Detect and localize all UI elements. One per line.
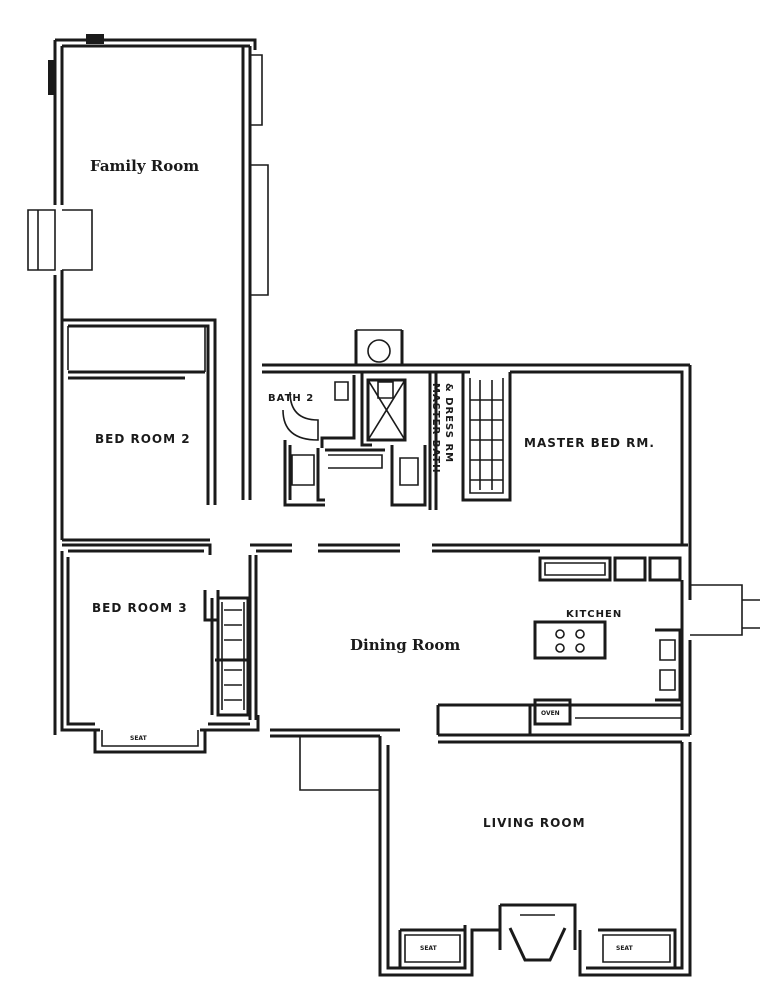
master-bed-label: MASTER BED RM.: [524, 436, 655, 450]
bed-room-2-label: BED ROOM 2: [95, 432, 191, 446]
living-room-label: LIVING ROOM: [483, 816, 586, 830]
bath-walls: [262, 329, 690, 510]
family-room-walls: [48, 34, 269, 500]
family-room-label: Family Room: [90, 157, 199, 175]
dress-rm-label: & DRESS RM: [443, 383, 454, 463]
family-room-bay: [27, 209, 93, 271]
bed-room-3-label: BED ROOM 3: [92, 601, 188, 615]
kitchen-label: KITCHEN: [566, 609, 622, 620]
kitchen-walls: [436, 556, 760, 735]
living-room-walls: [378, 736, 692, 977]
bed-room-3-seat-label: SEAT: [130, 735, 148, 742]
hall-walls: [62, 538, 688, 553]
living-seat-right-label: SEAT: [616, 945, 634, 952]
bed-room-2-walls: [53, 318, 217, 735]
dining-walls: [270, 728, 690, 791]
bath-2-label: BATH 2: [268, 393, 314, 404]
dining-room-label: Dining Room: [350, 636, 460, 654]
bed-room-3-walls: [60, 543, 260, 732]
bed-room-3-window-seat: [93, 730, 207, 754]
master-bath-label: MASTER BATH: [430, 383, 441, 474]
master-bed-walls: [510, 365, 692, 580]
oven-label: OVEN: [541, 710, 560, 717]
living-seat-left-label: SEAT: [420, 945, 438, 952]
